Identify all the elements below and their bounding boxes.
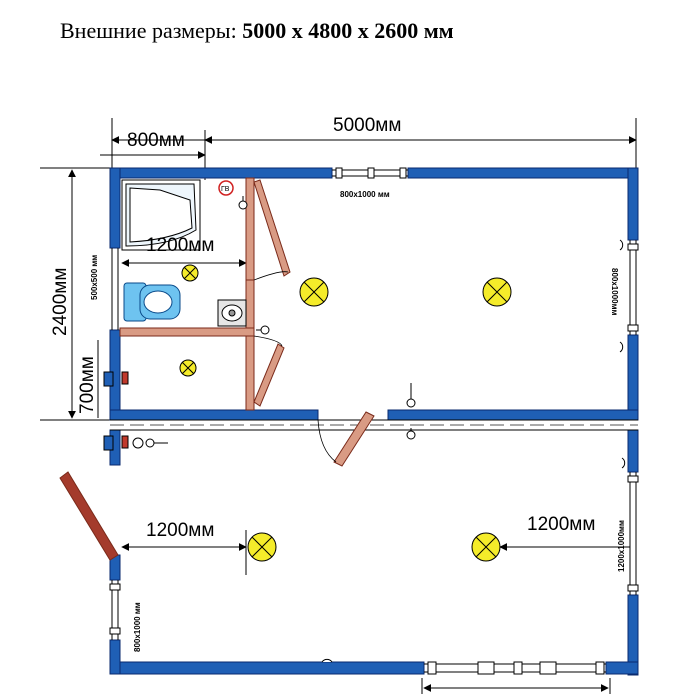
- boiler-icon: ГВ: [218, 180, 234, 196]
- lamp-icon: [482, 277, 512, 307]
- sink: [217, 299, 247, 327]
- heading-label: Внешние размеры:: [60, 18, 237, 43]
- shower-cabin: [121, 179, 201, 251]
- partitions: [119, 177, 255, 411]
- boiler-label: ГВ: [221, 186, 230, 193]
- walls: [109, 167, 639, 676]
- panel-icons: [103, 371, 129, 451]
- dim-toilet-width: 800мм: [127, 130, 185, 151]
- lamp-icon: [181, 264, 199, 282]
- lamp-icon: [471, 532, 501, 562]
- dim-right-room: 1200мм: [527, 514, 595, 535]
- heading-value: 5000 x 4800 x 2600 мм: [242, 18, 454, 43]
- window-left-small-label: 500x500 мм: [90, 255, 99, 300]
- dim-shower-length: 1200мм: [146, 235, 214, 256]
- window-right-lower-label: 1200x1000мм: [617, 520, 626, 572]
- window-right-upper-label: 800x1000мм: [610, 268, 619, 316]
- dimension-lines: [40, 118, 637, 694]
- lamps: [179, 264, 512, 562]
- window-top-label: 800x1000 мм: [340, 190, 390, 199]
- doors: [59, 179, 375, 561]
- windows: [109, 167, 639, 675]
- module-joint: [110, 419, 638, 431]
- door-swings: [253, 271, 337, 463]
- sockets: [132, 196, 626, 663]
- lamp-icon: [179, 359, 197, 377]
- dim-left-height: 2400мм: [50, 268, 71, 336]
- toilet: [123, 282, 181, 322]
- lamp-icon: [299, 277, 329, 307]
- dim-left-room: 1200мм: [146, 520, 214, 541]
- dim-corridor-height: 700мм: [77, 356, 98, 414]
- dim-total-width: 5000мм: [333, 115, 401, 136]
- heading: Внешние размеры: 5000 x 4800 x 2600 мм: [60, 18, 454, 44]
- window-left-lower-label: 800x1000 мм: [133, 602, 142, 652]
- lamp-icon: [247, 532, 277, 562]
